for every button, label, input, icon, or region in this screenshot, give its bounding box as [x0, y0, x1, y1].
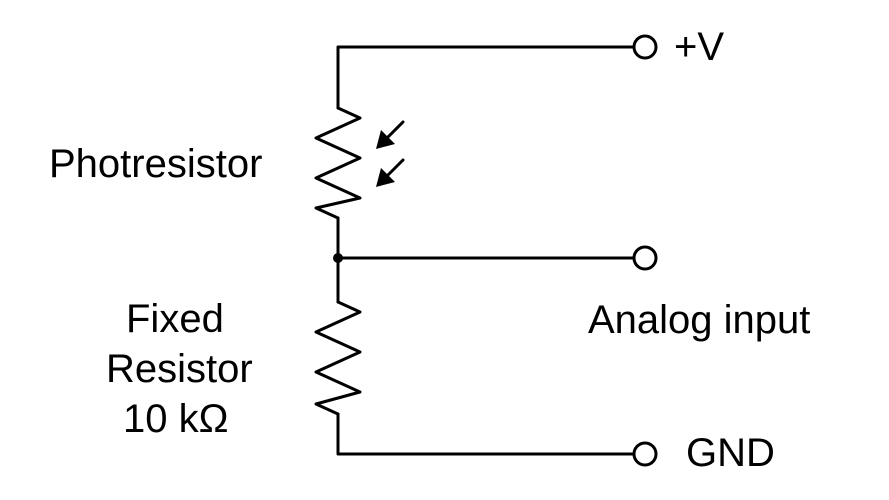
- output-terminal: [632, 245, 658, 271]
- ground-label: GND: [686, 431, 775, 475]
- light-arrow-lower-shaft: [385, 158, 405, 178]
- fixed-resistor-symbol: [314, 300, 362, 416]
- photoresistor-symbol: [314, 106, 362, 220]
- output-label: Analog input: [588, 298, 811, 342]
- fixed-resistor-value-label: 10 kΩ: [123, 397, 229, 441]
- light-arrow-upper-shaft: [385, 120, 405, 140]
- supply-terminal: [632, 34, 658, 60]
- light-arrow-lower-icon: [376, 168, 395, 187]
- light-arrow-upper-icon: [376, 130, 395, 149]
- fixed-resistor-label-line1: Fixed: [126, 297, 224, 341]
- junction-dot: [333, 253, 343, 263]
- supply-label: +V: [674, 25, 725, 69]
- ground-wire: [336, 412, 635, 456]
- ground-terminal: [632, 441, 658, 467]
- photoresistor-label: Photresistor: [49, 142, 263, 186]
- fixed-resistor-label-line2: Resistor: [106, 347, 253, 391]
- supply-wire: [336, 45, 635, 110]
